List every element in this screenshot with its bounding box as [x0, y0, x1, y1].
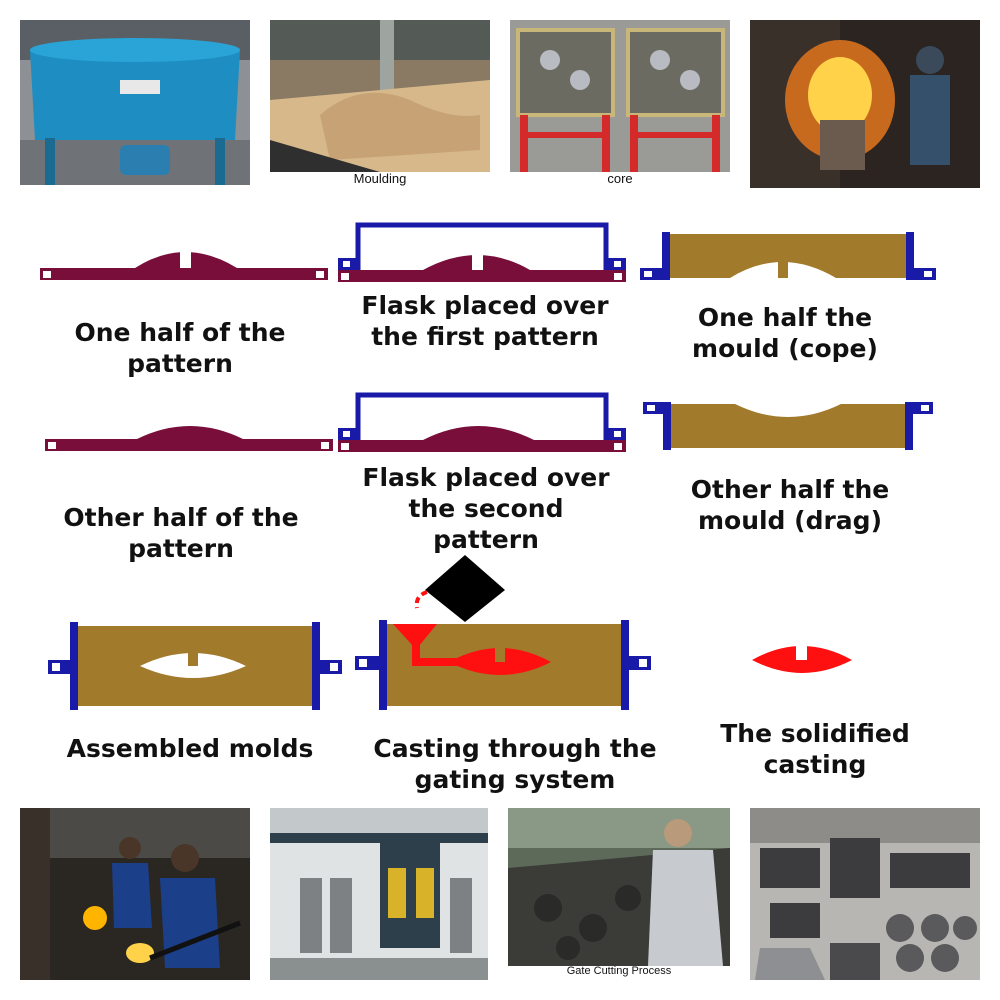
- caption-mould-cope: One half the mould (cope): [692, 303, 878, 363]
- caption-flask-first: Flask placed over the first pattern: [361, 291, 609, 351]
- caption-assembled: Assembled molds: [66, 734, 314, 763]
- photo-gate-cutting: Gate Cutting Process: [508, 808, 730, 980]
- photo-core: core: [510, 20, 730, 188]
- photo-pouring: [20, 808, 250, 980]
- diagram-solidified-casting: [752, 642, 852, 678]
- caption-flask-second: Flask placed over the second pattern: [362, 463, 610, 554]
- diagram-casting-gating: [355, 550, 651, 712]
- photo-moulding: Moulding: [270, 20, 490, 188]
- photo-label-gate-cutting: Gate Cutting Process: [508, 966, 730, 980]
- photo-metal-melting: [750, 20, 980, 188]
- diagram-pattern-half-2: [45, 415, 335, 455]
- diagram-assembled-molds: [48, 622, 343, 710]
- caption-mould-drag: Other half the mould (drag): [690, 475, 890, 535]
- diagram-flask-second: [338, 390, 628, 455]
- diagram-pattern-half-1: [40, 240, 330, 285]
- caption-pattern-half-1: One half of the pattern: [74, 318, 286, 378]
- photo-label-moulding: Moulding: [270, 172, 490, 188]
- ladle-icon: [425, 555, 505, 622]
- photo-sand-mixer: [20, 20, 250, 185]
- photo-finished-castings: [750, 808, 980, 980]
- diagram-mould-drag: [643, 402, 933, 452]
- caption-solidified: The solidified casting: [720, 719, 910, 779]
- photo-label-core: core: [510, 172, 730, 188]
- caption-casting: Casting through the gating system: [373, 734, 657, 794]
- caption-pattern-half-2: Other half of the pattern: [63, 503, 299, 563]
- photo-shot-blasting: [270, 808, 488, 980]
- diagram-flask-first: [338, 220, 628, 285]
- diagram-mould-cope: [640, 232, 940, 280]
